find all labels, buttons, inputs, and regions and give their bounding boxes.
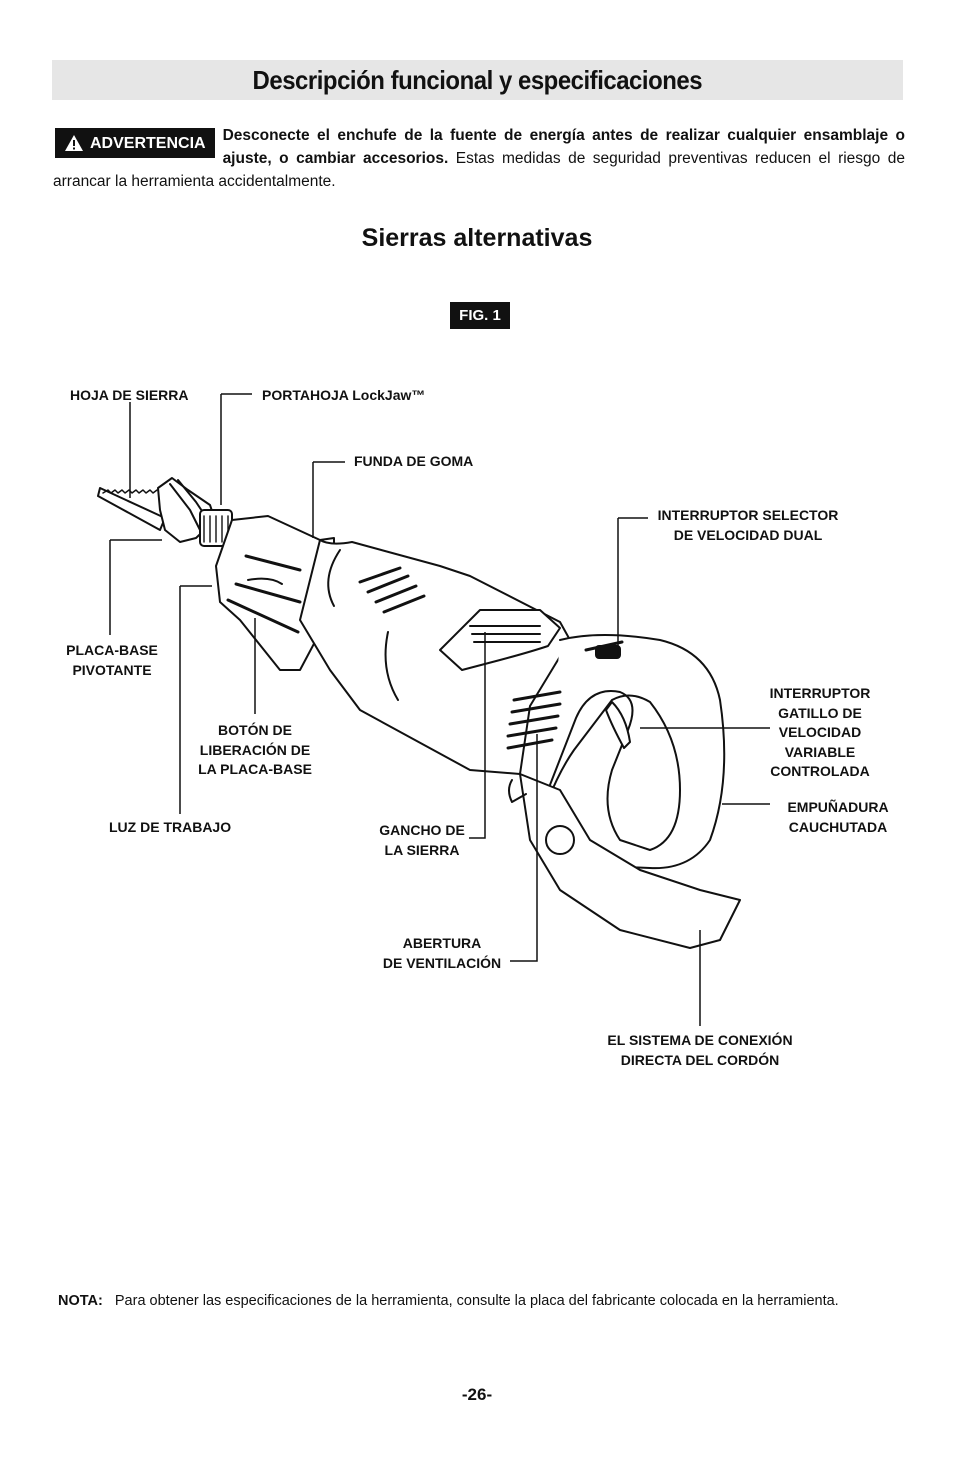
warning-text: Estas medidas de seguridad preventivas r… [53,150,906,190]
title-bar: Descripción funcional y especificaciones [52,60,903,100]
callout-grip: EMPUÑADURA CAUCHUTADA [776,798,900,837]
callout-vent: ABERTURA DE VENTILACIÓN [372,934,512,973]
callout-trigger-line5: CONTROLADA [770,763,870,779]
warning-block: ADVERTENCIA Desconecte el enchufe de la … [53,124,905,193]
callout-blade-clamp: PORTAHOJA LockJaw™ [262,387,426,403]
callout-foot-release: BOTÓN DE LIBERACIÓN DE LA PLACA-BASE [190,721,320,780]
warning-bold-text: Desconecte el enchufe de la fuente de en… [222,127,905,167]
figure-label: FIG. 1 [450,302,510,329]
section-title: Sierras alternativas [361,224,593,252]
callout-foot-release-line1: BOTÓN DE [218,722,292,738]
callout-saw-hook-line1: GANCHO DE [379,822,465,838]
warning-badge: ADVERTENCIA [55,128,215,158]
note: NOTA: Para obtener las especificaciones … [58,1293,839,1309]
callout-cord-line2: DIRECTA DEL CORDÓN [620,1051,780,1068]
warning-badge-label: ADVERTENCIA [90,134,206,152]
callout-speed-selector: INTERRUPTOR SELECTOR DE VELOCIDAD DUAL [648,506,848,545]
note-label: NOTA: [58,1293,103,1309]
callout-rubber-boot: FUNDA DE GOMA [354,453,474,469]
callout-pivot-foot: PLACA-BASE PIVOTANTE [60,641,164,680]
callout-trigger: INTERRUPTOR GATILLO DE VELOCIDAD VARIABL… [755,684,885,782]
page-number: -26- [461,1385,493,1404]
callout-cord: EL SISTEMA DE CONEXIÓN DIRECTA DEL CORDÓ… [590,1031,810,1070]
callout-pivot-foot-line2: PIVOTANTE [72,661,152,678]
callout-trigger-line4: VARIABLE [784,743,856,760]
callout-trigger-line1: INTERRUPTOR [769,685,871,701]
callout-grip-line2: CAUCHUTADA [788,818,888,835]
callout-speed-selector-line1: INTERRUPTOR SELECTOR [657,507,839,523]
note-text: Para obtener las especificaciones de la … [114,1293,839,1309]
callout-foot-release-line2: LIBERACIÓN DE [199,741,311,758]
callout-blade: HOJA DE SIERRA [70,387,189,403]
figure: HOJA DE SIERRA PORTAHOJA LockJaw™ FUNDA … [0,370,954,1090]
callout-trigger-line3: VELOCIDAD [778,724,862,740]
callout-pivot-foot-line1: PLACA-BASE [66,642,158,658]
callout-saw-hook: GANCHO DE LA SIERRA [368,821,476,860]
page-title: Descripción funcional y especificaciones [252,64,703,95]
reciprocating-saw-illustration [97,393,770,1026]
callout-vent-line1: ABERTURA [402,935,482,951]
callout-cord-line1: EL SISTEMA DE CONEXIÓN [607,1032,793,1048]
callout-trigger-line2: GATILLO DE [778,704,862,721]
warning-triangle-icon [65,135,83,151]
callout-work-light: LUZ DE TRABAJO [109,819,232,835]
callout-foot-release-line3: LA PLACA-BASE [198,761,312,777]
callout-saw-hook-line2: LA SIERRA [384,841,460,858]
callout-vent-line2: DE VENTILACIÓN [382,954,502,971]
callout-grip-line1: EMPUÑADURA [787,799,889,815]
callout-speed-selector-line2: DE VELOCIDAD DUAL [673,526,823,543]
